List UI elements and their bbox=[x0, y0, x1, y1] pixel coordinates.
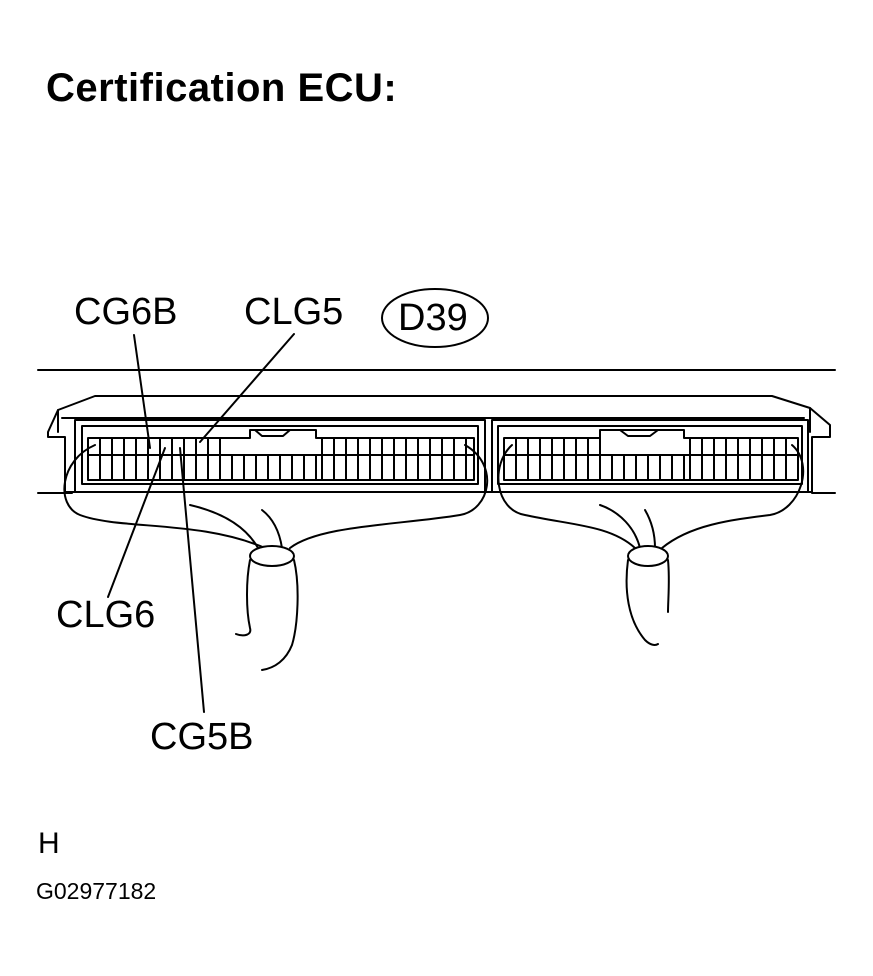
leader-cg6b bbox=[133, 334, 151, 449]
connector-left bbox=[74, 419, 486, 493]
wire-harness-left bbox=[63, 444, 489, 671]
connector-right bbox=[491, 419, 809, 493]
label-connector-id: D39 bbox=[398, 297, 468, 339]
leader-cg5b bbox=[179, 447, 205, 713]
wire-harness-right bbox=[497, 444, 805, 646]
label-clg6: CLG6 bbox=[56, 594, 156, 636]
diagram-title: Certification ECU: bbox=[46, 66, 398, 110]
connector-id-ellipse bbox=[381, 288, 489, 348]
leader-clg5 bbox=[199, 333, 295, 443]
label-cg5b: CG5B bbox=[150, 716, 254, 758]
figure-code: G02977182 bbox=[36, 878, 157, 904]
label-cg6b: CG6B bbox=[74, 291, 178, 333]
footer-letter: H bbox=[38, 827, 60, 860]
leader-lines bbox=[107, 333, 295, 713]
label-clg5: CLG5 bbox=[244, 291, 344, 333]
leader-clg6 bbox=[107, 447, 166, 598]
